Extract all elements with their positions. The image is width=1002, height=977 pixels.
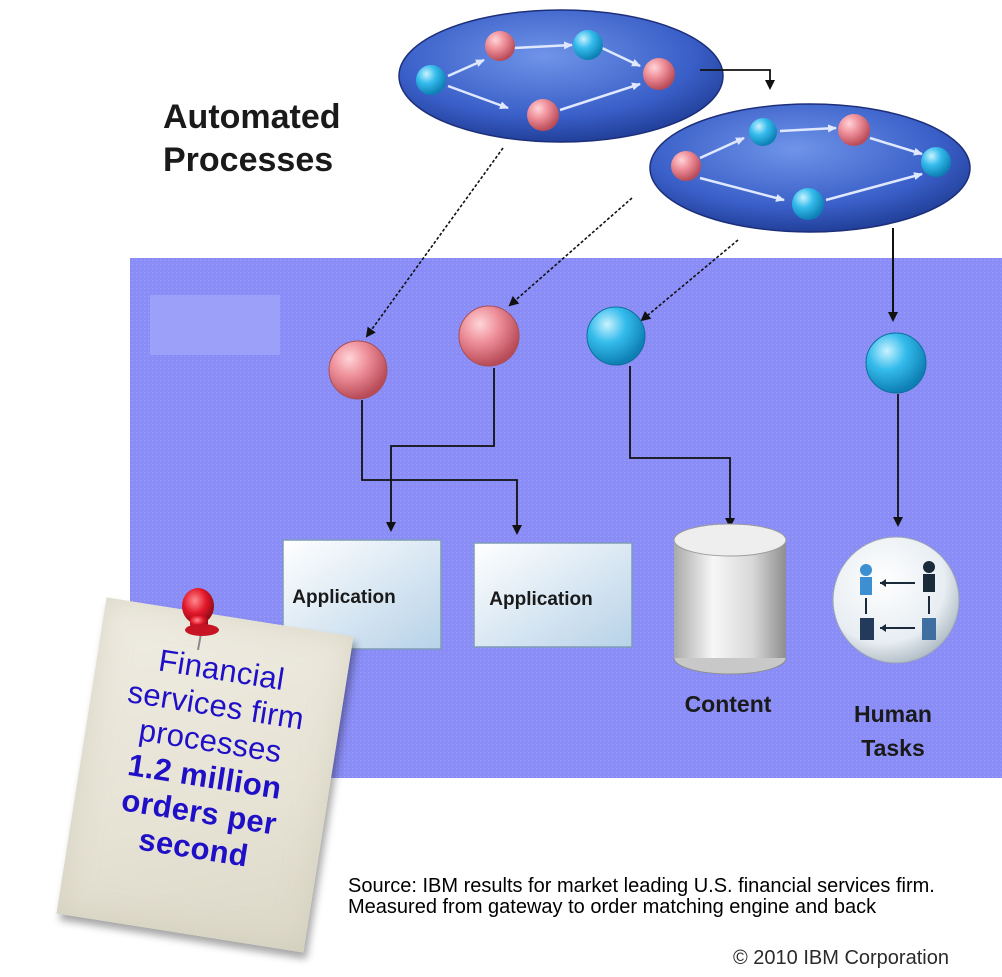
push-pin-icon (182, 588, 219, 651)
application-label-2: Application (489, 589, 592, 610)
application-box-2 (473, 542, 633, 648)
human-label-line1: Human (854, 701, 932, 727)
sticky-note-text: Financial services firm processes 1.2 mi… (67, 633, 348, 885)
service-node-pink-1 (328, 340, 388, 400)
content-label: Content (685, 691, 772, 717)
source-citation: Source: IBM results for market leading U… (348, 875, 935, 918)
process-ellipse-1 (398, 9, 724, 143)
automated-label-line1: Automated (163, 98, 341, 136)
application-label-1: Application (292, 587, 395, 608)
copyright-footer: © 2010 IBM Corporation (733, 947, 949, 969)
process-ellipse-2 (649, 103, 971, 233)
content-cylinder-icon (673, 523, 787, 675)
human-tasks-icon (832, 536, 960, 664)
service-node-pink-2 (458, 305, 520, 367)
flow-arrow-ellipse (700, 69, 775, 90)
service-node-cyan-2 (865, 332, 927, 394)
invocation-arrows (365, 147, 739, 338)
connector-lines (361, 366, 903, 535)
human-label-line2: Tasks (861, 735, 925, 761)
automated-label-line2: Processes (163, 141, 333, 179)
backdrop-lighter-patch (150, 295, 280, 355)
service-node-cyan-1 (586, 306, 646, 366)
